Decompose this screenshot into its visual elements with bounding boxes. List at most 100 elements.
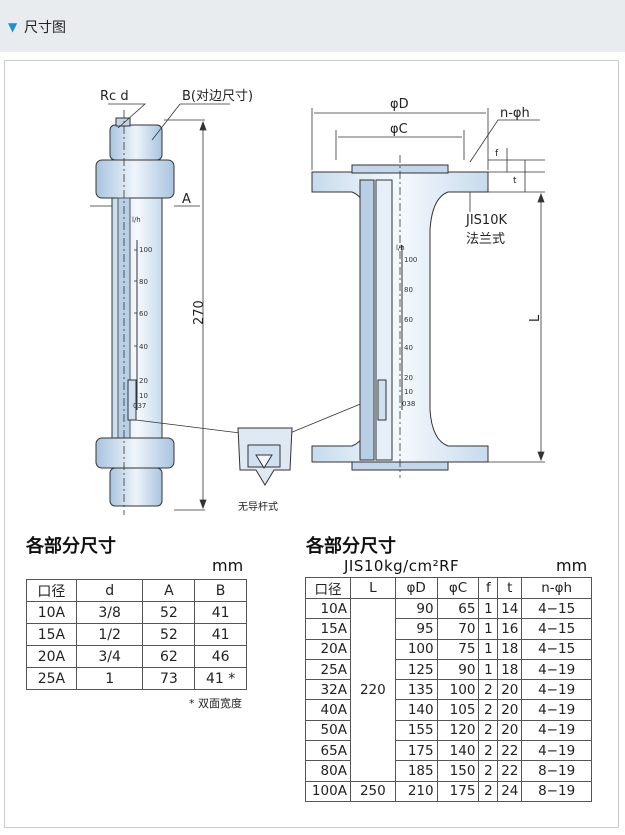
length-l-label: L [528, 314, 543, 322]
table-cell: 8−19 [521, 760, 592, 782]
table-cell: 4−19 [521, 719, 592, 742]
table-row: 40A 140 105 2 20 4−19 [305, 699, 592, 721]
table-cell: 22 [497, 760, 523, 782]
float-detail [135, 397, 376, 486]
scale-tick-label: 038 [402, 400, 415, 408]
table-cell: 18 [497, 658, 523, 681]
table-cell: 4−19 [521, 658, 592, 681]
scale-tick-label: 037 [133, 402, 146, 410]
scale-tick-label: 60 [404, 316, 413, 324]
right-scale-labels: l/h 100 80 60 40 20 10 038 [396, 244, 417, 408]
table-cell: 16 [497, 618, 523, 640]
b-dimension-label: B(对边尺寸) [182, 89, 253, 104]
scale-unit-label: l/h [132, 216, 141, 224]
scale-tick-label: 100 [139, 246, 152, 254]
oc-label: φC [390, 122, 408, 137]
table-cell: 2 [478, 740, 499, 762]
left-scale-labels: l/h 100 80 60 40 20 10 037 [132, 216, 152, 410]
table-cell: 100 [394, 638, 438, 660]
column-header: B [194, 579, 247, 602]
table-cell: 2 [478, 780, 499, 802]
table-cell: 41 * [194, 667, 247, 690]
table-cell: 65 [436, 597, 480, 620]
table-cell: 20 [497, 699, 523, 721]
table-cell: 3/4 [75, 645, 144, 668]
table-cell: 1 [478, 638, 499, 660]
table-cell: 32A [305, 679, 351, 701]
table-cell: 2 [478, 760, 499, 782]
table-row: 80A 185 150 2 22 8−19 [305, 760, 592, 782]
table-cell: 1 [75, 667, 144, 690]
a-dimension-label: A [182, 192, 191, 207]
table-header-row: 口径 d A B [26, 579, 247, 602]
column-header: n-φh [521, 577, 592, 599]
t-label: t [513, 176, 517, 186]
bottom-union-nut [95, 437, 175, 469]
float-caption: 无导杆式 [238, 500, 278, 513]
section-title: 尺寸图 [24, 20, 66, 36]
table-cell: 4−15 [521, 618, 592, 640]
dimension-table-threaded: 口径 d A B 10A 3/8 52 41 15A 1/2 52 41 20A… [26, 579, 247, 690]
scale-tick-label: 10 [404, 388, 413, 396]
table-cell: 75 [436, 638, 480, 660]
table-cell: 1 [478, 597, 499, 620]
table2-title: 各部分尺寸 [306, 536, 396, 557]
table-row: 20A 100 75 1 18 4−15 [305, 638, 592, 660]
table-cell: 100 [436, 679, 480, 701]
table-cell: 140 [394, 699, 438, 721]
scale-tick-label: 40 [404, 344, 413, 352]
table-cell: 2 [478, 679, 499, 701]
scale-tick-label: 20 [404, 374, 413, 382]
scale-tick-label: 20 [139, 377, 148, 385]
table-cell: 4−19 [521, 699, 592, 721]
table-cell: 4−19 [521, 679, 592, 701]
dimension-table-flanged: 口径 L φD φC f t n-φh 10A 220 90 65 1 14 4… [305, 577, 592, 802]
holes-label: n-φh [500, 106, 530, 121]
table-cell: 100A [305, 780, 351, 802]
table-cell: 52 [142, 623, 196, 646]
table-cell: 24 [497, 780, 523, 802]
top-hex-nut [109, 124, 163, 161]
scale-tick-label: 40 [139, 343, 148, 351]
table-row: 50A 155 120 2 20 4−19 [305, 719, 592, 742]
table-cell: 18 [497, 638, 523, 660]
table-row: 25A 125 90 1 18 4−19 [305, 658, 592, 681]
triangle-down-icon: ▼ [8, 20, 18, 34]
table1-footnote: * 双面宽度 [189, 697, 242, 710]
length-270-label: 270 [192, 300, 207, 325]
table-row: 10A 3/8 52 41 [26, 601, 247, 624]
table-cell: 20 [497, 719, 523, 742]
column-header: A [142, 579, 196, 602]
table-cell-l-merged: 220 [349, 598, 396, 782]
content-frame [4, 60, 619, 828]
table-cell: 80A [305, 760, 351, 782]
scale-unit-label: l/h [396, 244, 405, 252]
table-row: 20A 3/4 62 46 [26, 645, 247, 668]
table-cell: 15A [305, 618, 351, 640]
table-cell: 41 [194, 623, 247, 646]
bottom-hex-nut [109, 467, 163, 507]
column-header: d [75, 579, 144, 602]
table-cell: 50A [305, 719, 351, 742]
table-row: 15A 95 70 1 16 4−15 [305, 618, 592, 640]
table-cell: 41 [194, 601, 247, 624]
scale-tick-label: 100 [404, 256, 417, 264]
table-cell: 1 [478, 618, 499, 640]
table-cell: 46 [194, 645, 247, 668]
column-header: 口径 [26, 579, 77, 602]
column-header: L [349, 577, 396, 599]
table-cell: 140 [436, 740, 480, 762]
table-cell: 90 [436, 658, 480, 681]
threaded-flowmeter [95, 110, 175, 515]
table-cell: 125 [394, 658, 438, 681]
table-cell: 25A [26, 667, 77, 690]
table-cell: 135 [394, 679, 438, 701]
table-cell: 175 [436, 780, 480, 802]
table-cell: 3/8 [75, 601, 144, 624]
f-label: f [495, 149, 499, 159]
table-cell: 10A [305, 597, 351, 620]
column-header: φC [436, 577, 480, 599]
table-cell: 22 [497, 740, 523, 762]
column-header: t [497, 577, 523, 599]
dimension-drawing: l/h 100 80 60 40 20 10 037 Rc d B(对边尺寸) … [90, 89, 545, 515]
